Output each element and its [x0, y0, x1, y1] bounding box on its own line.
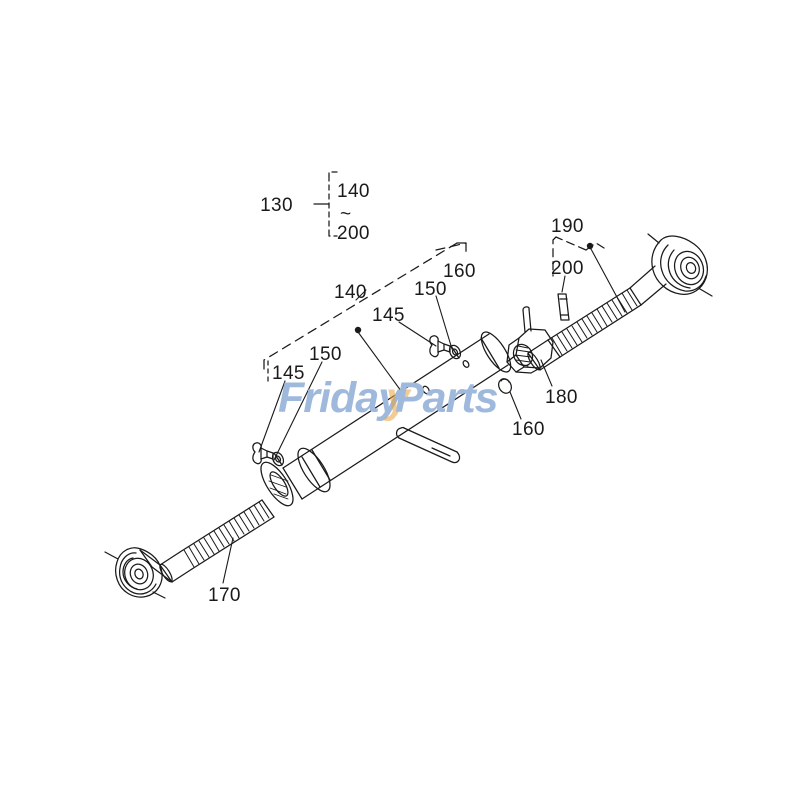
washer-150-lower — [271, 451, 285, 467]
callout-160-bracket: 160 — [443, 261, 476, 282]
roll-pin-200 — [557, 293, 570, 321]
callout-145-right: 145 — [372, 305, 405, 326]
washer-150-upper — [448, 344, 462, 360]
grease-fitting-145-lower — [252, 442, 274, 465]
callout-145-left: 145 — [272, 363, 305, 384]
ball-joint-left — [104, 547, 173, 599]
range-separator: ~ — [340, 204, 352, 225]
grease-fitting-145-upper — [429, 335, 451, 358]
group-bracket-130 — [313, 171, 338, 237]
callout-130: 130 — [260, 195, 293, 216]
callout-200-group-bottom: 200 — [337, 223, 370, 244]
handle-pin — [395, 426, 461, 464]
watermark-friday: Friday — [278, 374, 404, 422]
callout-140-group-top: 140 — [337, 181, 370, 202]
callout-200-right: 200 — [551, 258, 584, 279]
lock-nut-180 — [506, 306, 554, 374]
threaded-rod-left — [159, 499, 275, 583]
callout-160-lower: 160 — [512, 419, 545, 440]
callout-170: 170 — [208, 585, 241, 606]
leader-lines — [222, 242, 626, 584]
watermark-fridayparts: Friday y Parts — [278, 374, 499, 422]
threaded-rod-right — [527, 287, 642, 371]
ball-joint-right — [629, 233, 713, 306]
watermark-accent: y — [384, 374, 412, 422]
callout-labels: 130 140 200 ~ 160 140 150 145 150 145 19… — [208, 181, 584, 606]
callout-190: 190 — [551, 216, 584, 237]
assembly-bracket-140 — [263, 242, 467, 373]
callout-150-right: 150 — [414, 279, 447, 300]
retaining-ring-160-right — [498, 378, 512, 394]
callout-180: 180 — [545, 387, 578, 408]
callout-140-main: 140 — [334, 282, 367, 303]
watermark-parts: Parts — [395, 374, 498, 422]
callout-150-left: 150 — [309, 344, 342, 365]
